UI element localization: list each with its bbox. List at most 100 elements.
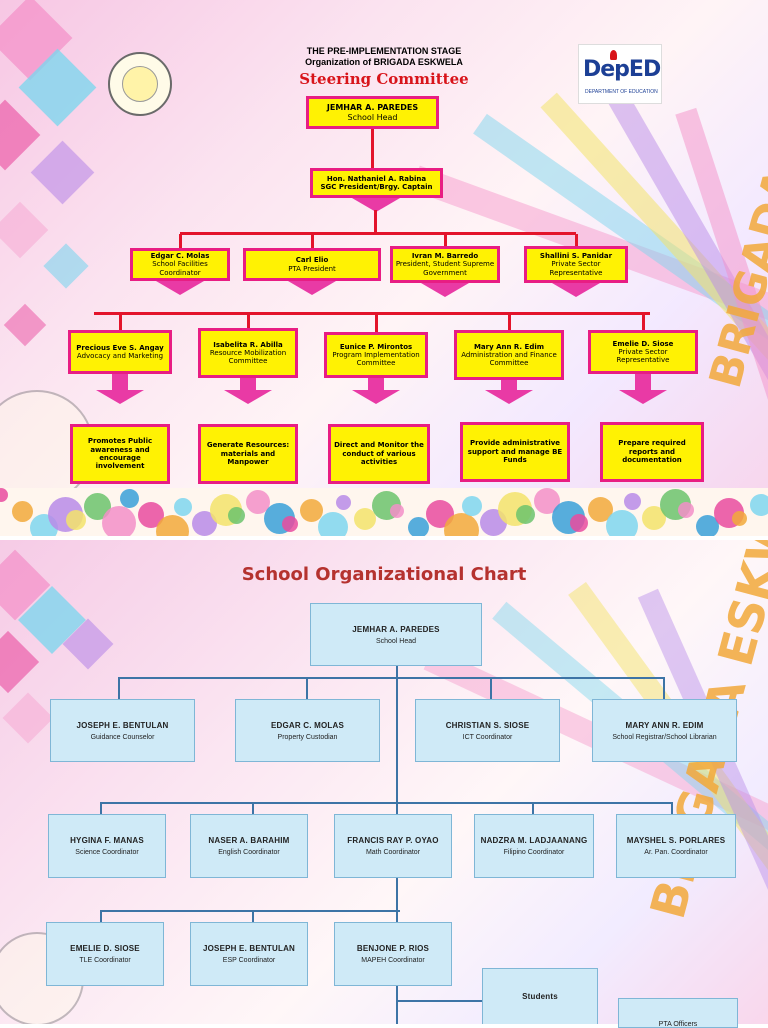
header-line-2: Organization of BRIGADA ESKWELA — [305, 57, 463, 67]
flame-icon — [610, 50, 617, 60]
org-chart-title: School Organizational Chart — [241, 564, 527, 585]
coordinator-box-name: NADZRA M. LADJAANANG — [480, 836, 588, 845]
coordinator-box-name: EMELIE D. SIOSE — [70, 944, 140, 953]
pta-officers-box: PTA Officers — [618, 998, 738, 1028]
committee-box-role: Advocacy and Marketing — [76, 352, 164, 360]
coordinator-box-name: MAYSHEL S. PORLARES — [626, 836, 726, 845]
staff-box-name: EDGAR C. MOLAS — [270, 720, 345, 730]
decor-diamond — [2, 692, 54, 744]
steering-committee-slide: BRIGADA ESKWELA '21 DepED DEPARTMENT OF … — [0, 0, 768, 540]
decor-bubble — [750, 494, 768, 516]
staff-box: EDGAR C. MOLAS Property Custodian — [235, 699, 380, 762]
coordinator-box-name: BENJONE P. RIOS — [356, 944, 430, 953]
decor-bubble — [0, 488, 8, 502]
task-box: Prepare required reports and documentati… — [600, 422, 704, 482]
committee-box-name: Emelie D. Siose — [612, 339, 674, 348]
level3-box-name: Ivran M. Barredo — [411, 252, 479, 261]
committee-box-role: Private Sector Representative — [616, 347, 670, 365]
arrow-down — [352, 390, 400, 404]
committee-box-role: Administration and Finance Committee — [461, 350, 557, 368]
decor-diamond — [0, 201, 49, 259]
decor-bubble — [282, 516, 298, 532]
decor-bubble — [66, 510, 86, 530]
staff-box: MARY ANN R. EDIM School Registrar/School … — [592, 699, 737, 762]
decor-bubble — [300, 499, 323, 522]
decor-bubble — [354, 508, 376, 530]
coordinator-box-role: ESP Coordinator — [222, 957, 276, 964]
decor-diamond — [3, 303, 47, 347]
coordinator-box: NADZRA M. LADJAANANG Filipino Coordinator — [474, 814, 594, 878]
coordinator-box: JOSEPH E. BENTULAN ESP Coordinator — [190, 922, 308, 986]
staff-box-name: CHRISTIAN S. SIOSE — [445, 720, 530, 730]
decor-bubble — [336, 495, 351, 510]
decor-diamond — [0, 630, 40, 694]
committee-box-name: Precious Eve S. Angay — [76, 343, 164, 352]
staff-box-name: MARY ANN R. EDIM — [625, 720, 704, 730]
arrow-down — [224, 390, 272, 404]
decor-diamond — [0, 99, 41, 171]
staff-box: CHRISTIAN S. SIOSE ICT Coordinator — [415, 699, 560, 762]
staff-box-role: Property Custodian — [277, 733, 338, 741]
decor-bubble — [696, 515, 719, 538]
coordinator-box: FRANCIS RAY P. OYAO Math Coordinator — [334, 814, 452, 878]
coordinator-box-name: NASER A. BARAHIM — [208, 836, 290, 845]
decor-diamond — [43, 243, 89, 289]
coordinator-box-name: FRANCIS RAY P. OYAO — [347, 836, 439, 845]
staff-box-role: Guidance Counselor — [90, 733, 155, 741]
coordinator-box-role: TLE Coordinator — [79, 957, 131, 964]
coordinator-box-role: Filipino Coordinator — [503, 849, 565, 856]
students-box: Students — [482, 968, 598, 1024]
level3-box-role: Private Sector Representative — [549, 260, 603, 277]
coordinator-box-role: Ar. Pan. Coordinator — [644, 849, 708, 856]
arrow-down — [288, 281, 336, 295]
decor-bubble — [570, 514, 588, 532]
decor-bubble — [516, 505, 535, 524]
decor-bubble — [12, 501, 33, 522]
decor-bubble — [444, 513, 479, 538]
decor-bubble — [408, 517, 429, 538]
task-box: Direct and Monitor the conduct of variou… — [328, 424, 430, 484]
decor-bubble — [624, 493, 641, 510]
staff-box-role: ICT Coordinator — [462, 733, 513, 741]
committee-box-name: Isabelita R. Abilla — [213, 340, 283, 349]
committee-box-role: Program Implementation Committee — [332, 350, 420, 368]
level3-box-role: President, Student Supreme Government — [395, 260, 495, 277]
arrow-down — [156, 281, 204, 295]
sgc-president-box: Hon. Nathaniel A. Rabina SGC President/B… — [310, 168, 443, 198]
coordinator-box-name: JOSEPH E. BENTULAN — [202, 944, 296, 953]
arrow-down — [552, 283, 600, 297]
decor-bubble — [156, 515, 189, 538]
coordinator-box: HYGINA F. MANAS Science Coordinator — [48, 814, 166, 878]
org-head-box: JEMHAR A. PAREDES School Head — [310, 603, 482, 666]
deped-logo: DepED DEPARTMENT OF EDUCATION — [578, 44, 662, 104]
school-head-box: JEMHAR A. PAREDES School Head — [306, 96, 439, 129]
level3-box-name: Edgar C. Molas — [150, 252, 210, 261]
arrow-down — [352, 198, 400, 212]
level3-box-role: School Facilities Coordinator — [152, 260, 208, 277]
coordinator-box: EMELIE D. SIOSE TLE Coordinator — [46, 922, 164, 986]
coordinator-box-name: HYGINA F. MANAS — [70, 836, 144, 845]
coordinator-box-role: Math Coordinator — [365, 849, 421, 856]
coordinator-box-role: Science Coordinator — [75, 849, 139, 856]
level3-box-name: Shallini S. Panidar — [539, 252, 613, 261]
decor-bubble — [228, 507, 245, 524]
school-seal-logo — [108, 52, 172, 116]
task-box: Promotes Public awareness and encourage … — [70, 424, 170, 484]
arrow-down — [421, 283, 469, 297]
level3-box-name: Carl Elio — [295, 256, 329, 265]
committee-box-name: Eunice P. Mirontos — [339, 342, 413, 351]
staff-box-role: School Registrar/School Librarian — [612, 733, 717, 741]
coordinator-box: MAYSHEL S. PORLARES Ar. Pan. Coordinator — [616, 814, 736, 878]
decor-bubble — [102, 506, 136, 538]
